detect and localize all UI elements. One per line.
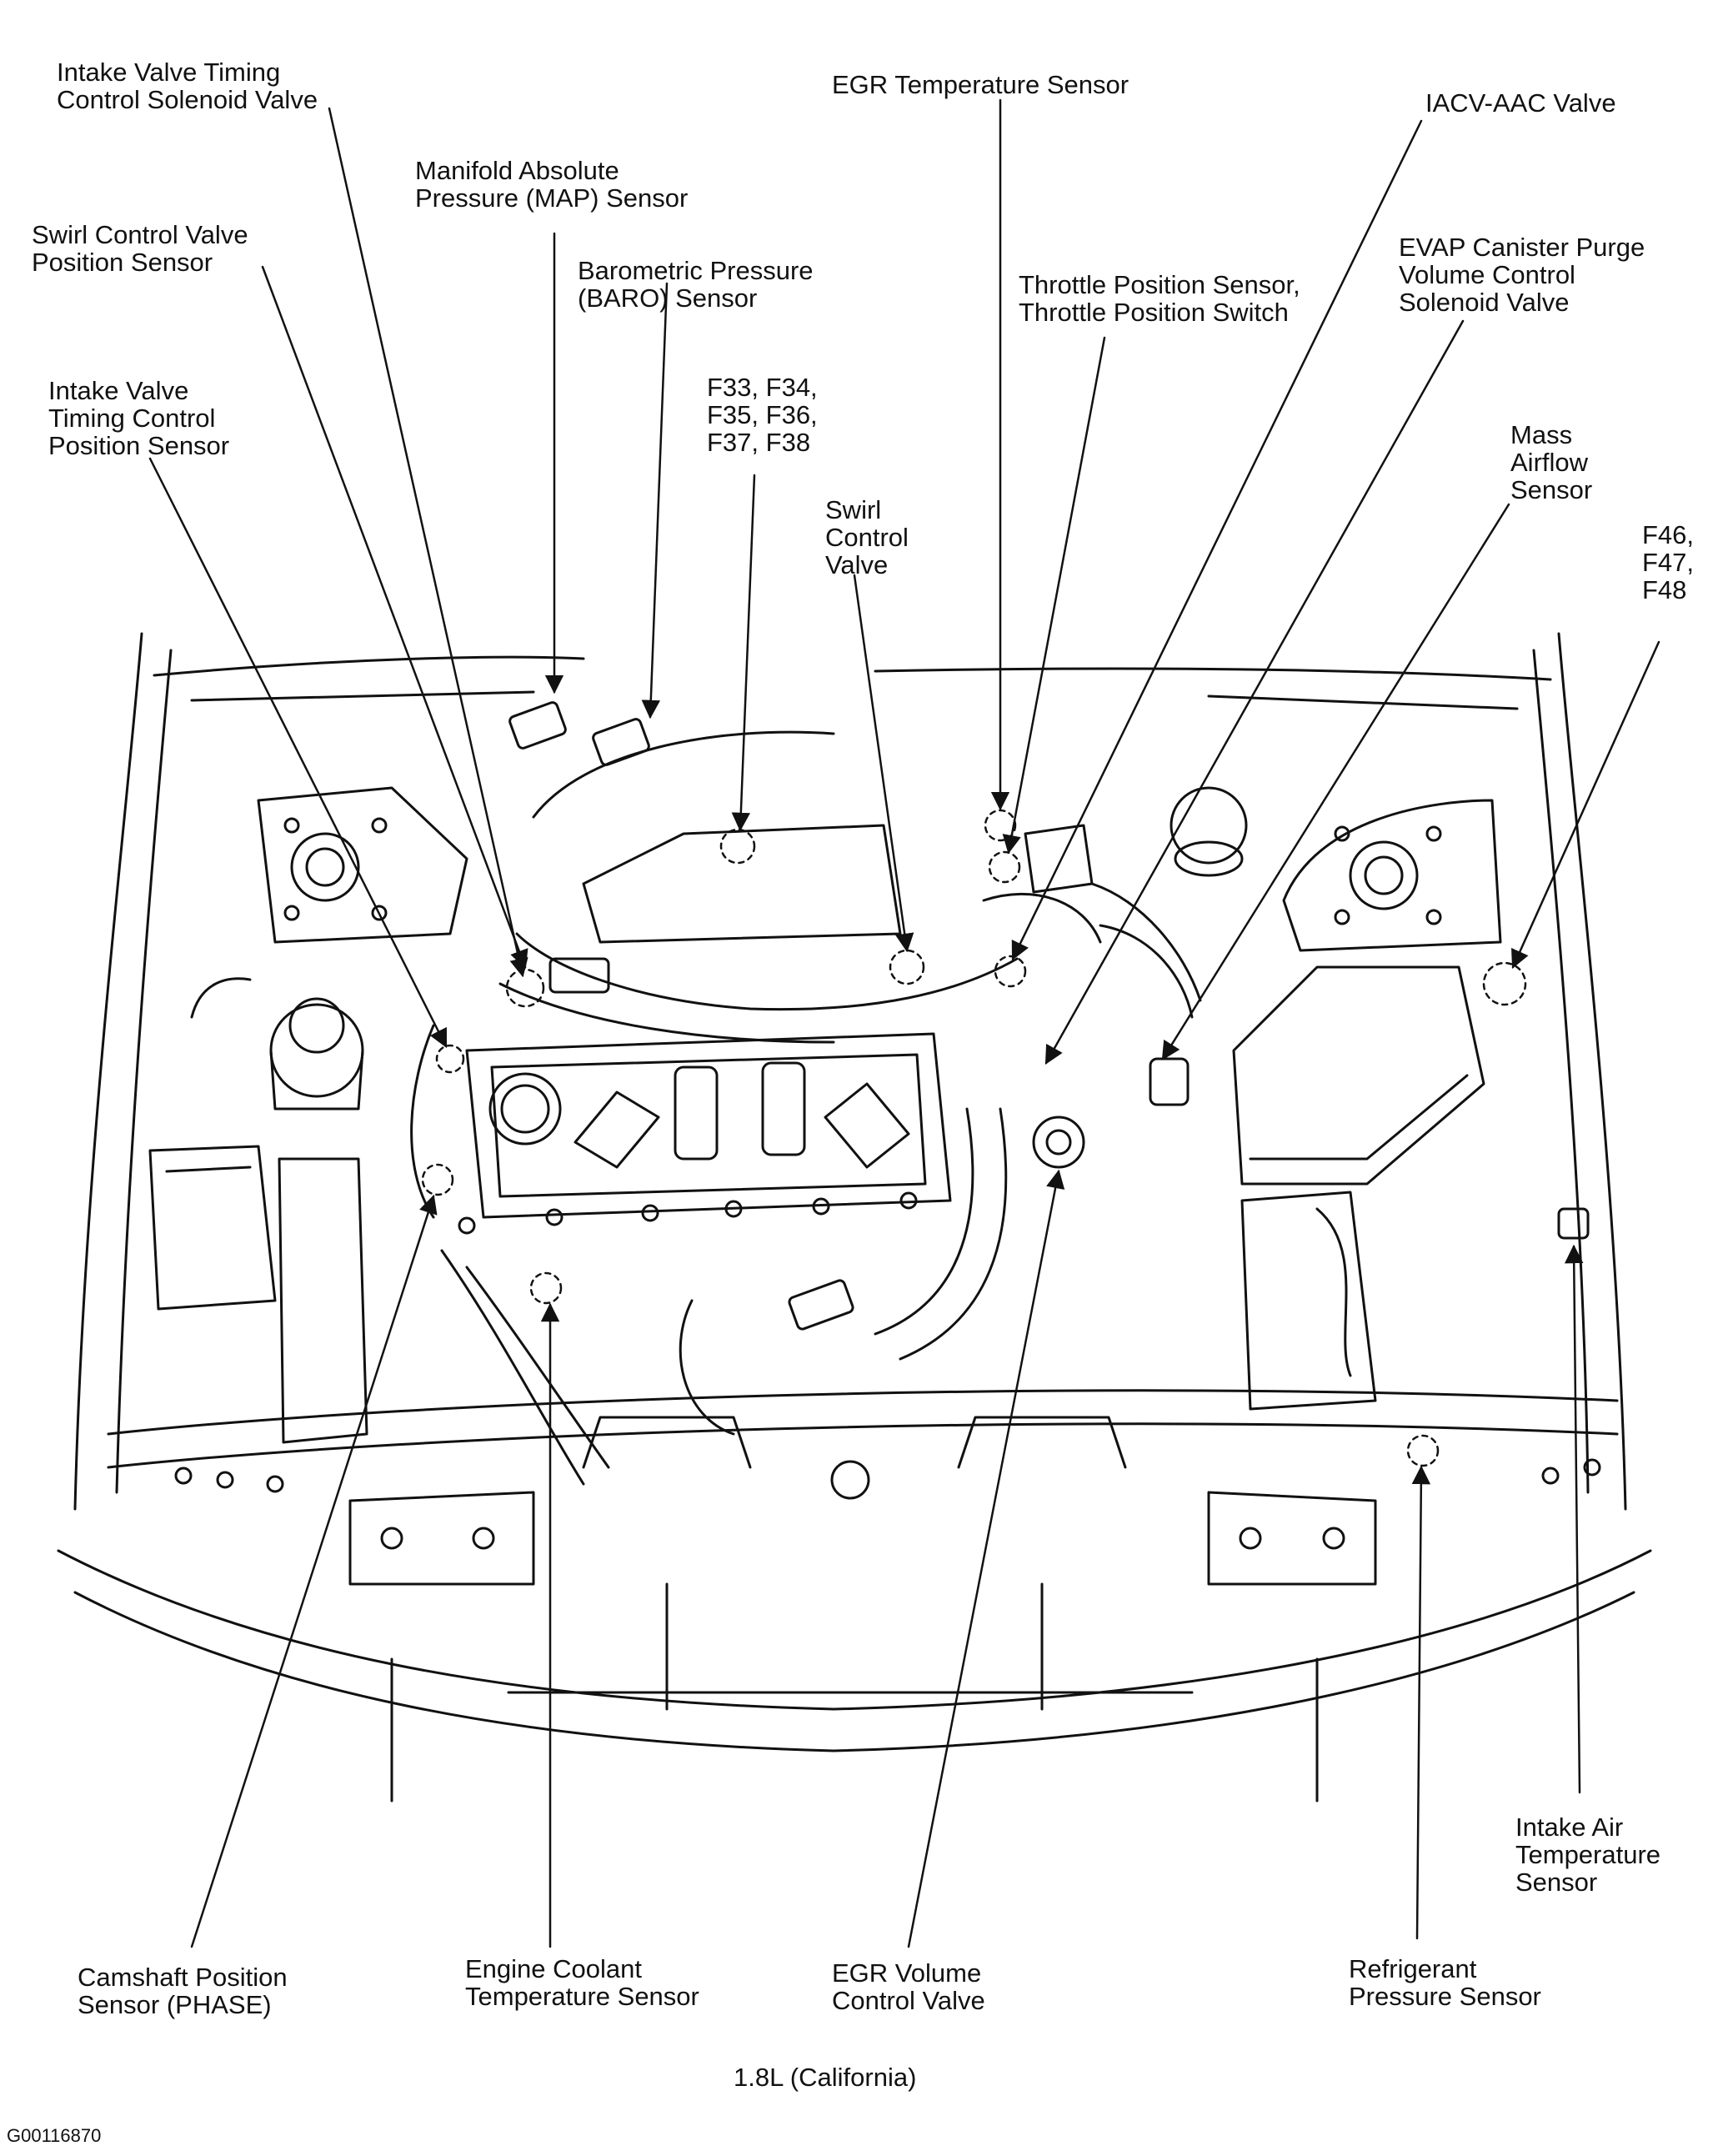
leader-swirl-pos: [261, 265, 528, 970]
leader-maf: [1161, 503, 1510, 1060]
label-fuses-f33: F33, F34, F35, F36, F37, F38: [707, 373, 818, 457]
label-swirl-valve: Swirl Control Valve: [825, 495, 909, 579]
leader-ivt-pos: [148, 457, 448, 1049]
label-egr-volume-valve: EGR Volume Control Valve: [832, 1958, 985, 2015]
label-ivt-solenoid: Intake Valve Timing Control Solenoid Val…: [57, 58, 318, 114]
air-cleaner: [1232, 965, 1485, 1411]
label-ivt-pos-sensor: Intake Valve Timing Control Position Sen…: [48, 376, 230, 460]
leader-swirl-valve: [853, 574, 914, 953]
label-baro-sensor: Barometric Pressure (BARO) Sensor: [578, 256, 814, 313]
leader-baro: [641, 282, 669, 720]
label-maf-sensor: Mass Airflow Sensor: [1510, 420, 1593, 504]
leader-egr-volume: [907, 1169, 1065, 1948]
leader-evap: [1044, 319, 1465, 1065]
label-throttle-sensor: Throttle Position Sensor, Throttle Posit…: [1019, 270, 1300, 327]
intake-manifold: [498, 730, 1248, 1044]
label-iat-sensor: Intake Air Temperature Sensor: [1515, 1813, 1661, 1897]
leader-fuses-f46: [1511, 640, 1660, 970]
label-fuses-f46: F46, F47, F48: [1642, 520, 1695, 604]
leader-iacv: [1011, 119, 1423, 961]
label-iacv: IACV-AAC Valve: [1425, 88, 1616, 118]
label-ect-sensor: Engine Coolant Temperature Sensor: [465, 1954, 699, 2011]
leader-fuses-f33: [731, 474, 756, 832]
label-camshaft-sensor: Camshaft Position Sensor (PHASE): [78, 1963, 288, 2019]
strut-tower-left: [257, 786, 468, 944]
label-map-sensor: Manifold Absolute Pressure (MAP) Sensor: [415, 156, 689, 213]
engine-block: [458, 1032, 952, 1235]
sensor-shapes: [508, 701, 1590, 1331]
leader-lines: [148, 98, 1660, 1948]
left-components: [148, 977, 368, 1444]
location-markers: [421, 809, 1527, 1467]
hoses: [410, 1024, 1008, 1486]
figure-caption: 1.8L (California): [734, 2063, 917, 2092]
label-swirl-pos-sensor: Swirl Control Valve Position Sensor: [32, 220, 248, 277]
label-egr-temp-sensor: EGR Temperature Sensor: [832, 70, 1129, 99]
leader-throttle: [1002, 336, 1106, 855]
leader-camshaft: [190, 1194, 438, 1948]
label-refrigerant-sensor: Refrigerant Pressure Sensor: [1349, 1954, 1541, 2011]
leader-iat: [1564, 1244, 1584, 1794]
radiator-support: [107, 1389, 1619, 1711]
leader-refrigerant: [1411, 1465, 1431, 1940]
strut-tower-right: [1282, 799, 1502, 952]
label-evap-valve: EVAP Canister Purge Volume Control Solen…: [1399, 233, 1645, 317]
leader-ivt-solenoid: [328, 107, 528, 978]
figure-code: G00116870: [7, 2125, 102, 2146]
